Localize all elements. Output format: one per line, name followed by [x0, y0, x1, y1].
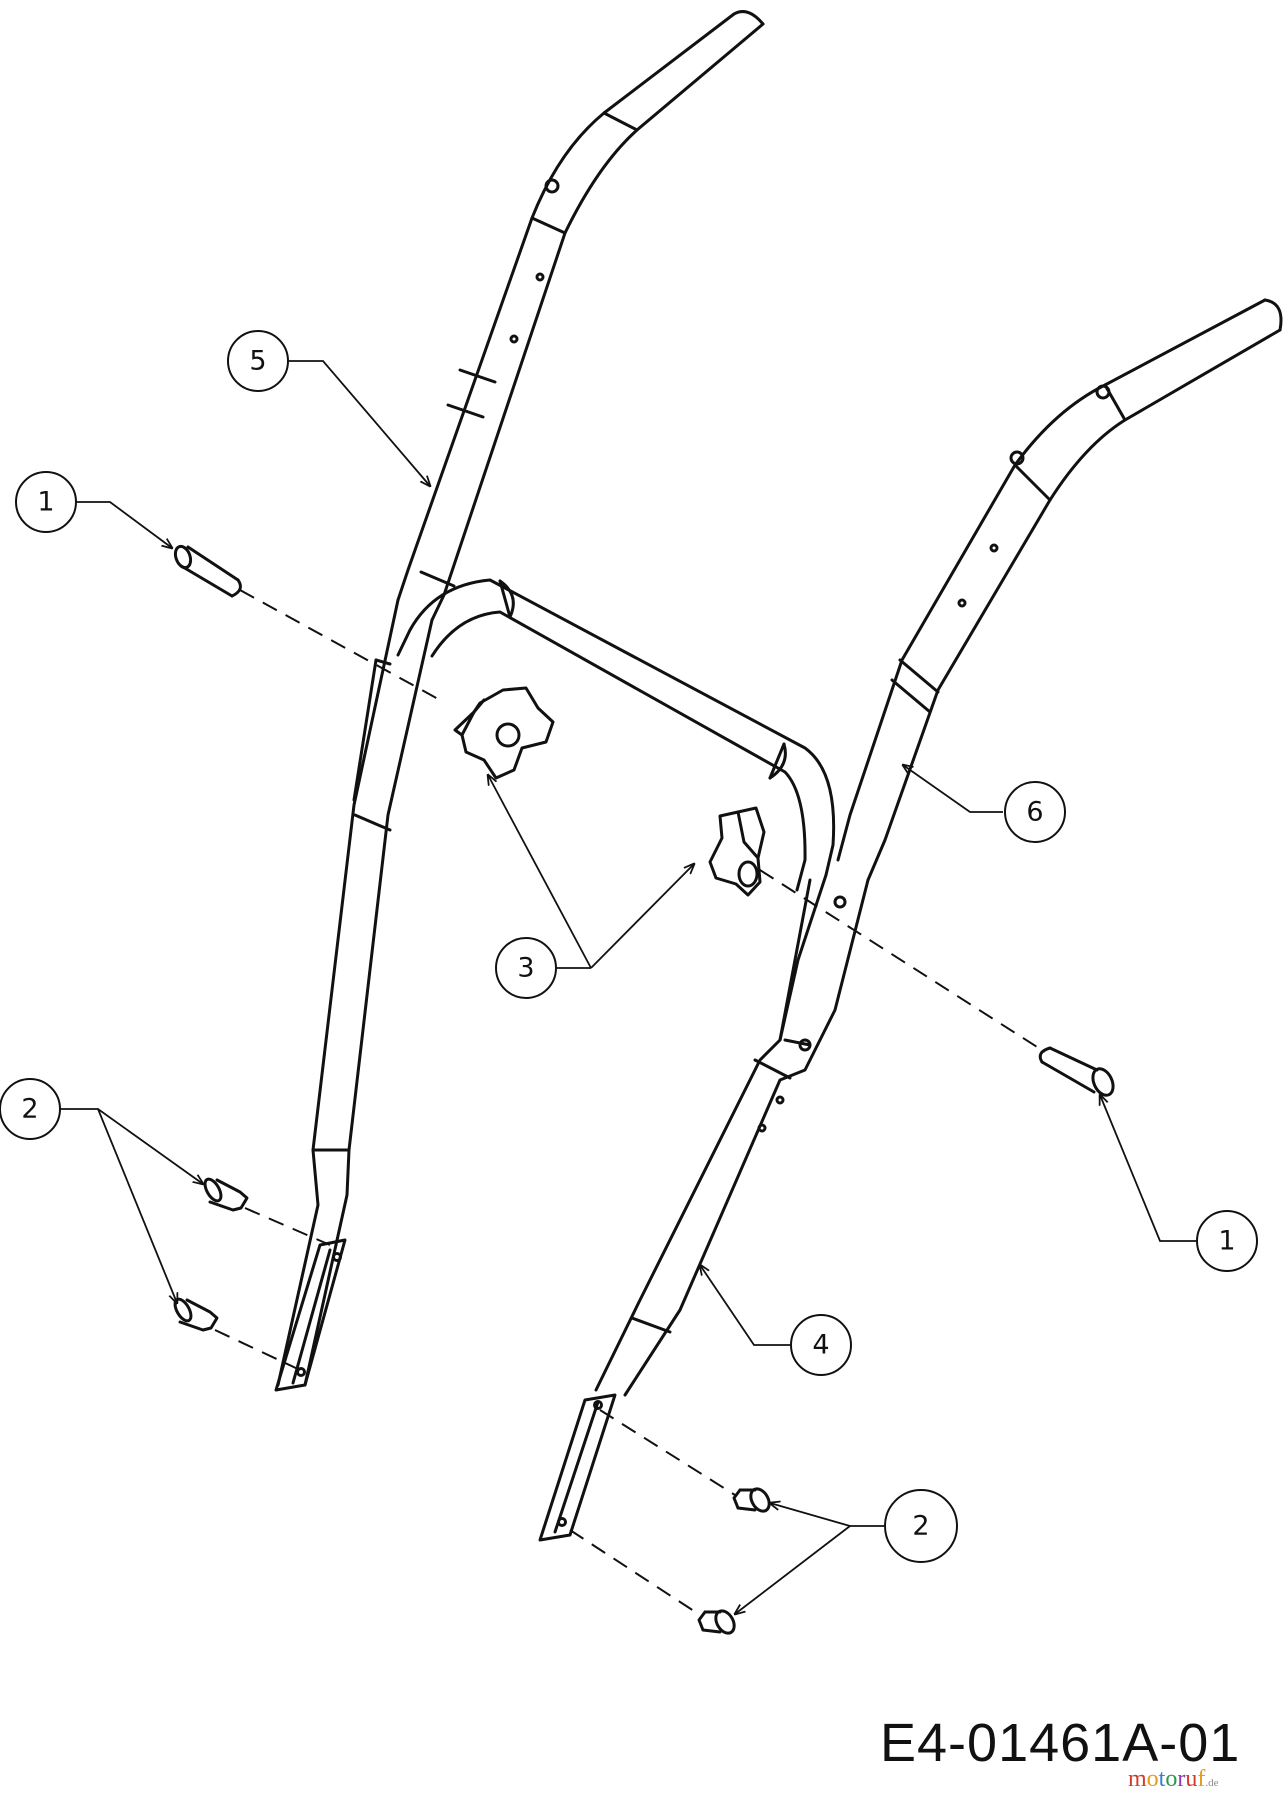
watermark-logo: motoruf.de: [1128, 1766, 1218, 1793]
watermark-letter: o: [1146, 1766, 1159, 1792]
leader-5: [288, 360, 430, 486]
watermark-letter: f: [1197, 1766, 1206, 1792]
upper-left-handlebar-tube: [396, 10, 765, 622]
lower-left-handlebar-tube: [276, 598, 434, 1387]
svg-text:2: 2: [912, 1511, 929, 1542]
callout-6: 6: [1004, 781, 1066, 843]
screw-right-lower: [697, 1609, 736, 1635]
callout-2-left: 2: [0, 1078, 61, 1140]
leader-6: [903, 765, 1003, 813]
watermark-letter: t: [1158, 1766, 1166, 1792]
callout-2-right: 2: [884, 1489, 958, 1563]
svg-text:4: 4: [812, 1330, 829, 1361]
svg-text:2: 2: [21, 1094, 38, 1125]
svg-text:1: 1: [1218, 1226, 1235, 1257]
lower-left-mounting-bracket: [274, 1238, 347, 1392]
leader-lines: [60, 360, 1197, 1614]
callout-5: 5: [227, 330, 289, 392]
assembly-axes: [214, 589, 1046, 1616]
bolt-left: [173, 544, 242, 598]
watermark-domain: .de: [1205, 1777, 1219, 1789]
screw-left-upper: [203, 1177, 249, 1212]
leader-3b: [590, 864, 694, 969]
callout-4: 4: [790, 1314, 852, 1376]
watermark-letter: u: [1185, 1766, 1198, 1792]
callout-3: 3: [495, 937, 557, 999]
callout-1-right: 1: [1196, 1210, 1258, 1272]
upper-right-handlebar-tube: [836, 298, 1283, 882]
watermark-brand: motoruf: [1128, 1766, 1205, 1792]
watermark-letter: r: [1177, 1766, 1186, 1792]
svg-text:1: 1: [37, 487, 54, 518]
screw-left-lower: [173, 1297, 219, 1332]
lower-right-mounting-bracket: [538, 1393, 617, 1542]
star-knob-left: [453, 686, 555, 780]
leader-1a: [76, 501, 172, 548]
bolt-right: [1038, 1046, 1115, 1097]
leader-2a-upper: [60, 1108, 203, 1184]
watermark-letter: m: [1128, 1766, 1147, 1792]
star-knob-right: [708, 806, 766, 897]
callouts: 5 1 6 3 2 1 4 2: [0, 330, 1258, 1563]
screw-right-upper: [732, 1487, 771, 1513]
leader-3a: [488, 775, 592, 969]
svg-text:3: 3: [517, 953, 534, 984]
leader-2a-lower: [97, 1108, 177, 1303]
leader-2b-upper: [770, 1503, 885, 1527]
watermark-letter: o: [1165, 1766, 1178, 1792]
leader-2b-lower: [735, 1525, 851, 1614]
leader-4: [700, 1265, 791, 1346]
svg-text:5: 5: [249, 346, 266, 377]
handlebar-cross-bar: [396, 578, 836, 892]
callout-1-left: 1: [15, 471, 77, 533]
drawing-code: E4-01461A-01: [880, 1713, 1241, 1773]
svg-text:6: 6: [1026, 797, 1043, 828]
lower-right-handlebar-tube: [594, 873, 870, 1397]
leader-1b: [1100, 1095, 1197, 1242]
